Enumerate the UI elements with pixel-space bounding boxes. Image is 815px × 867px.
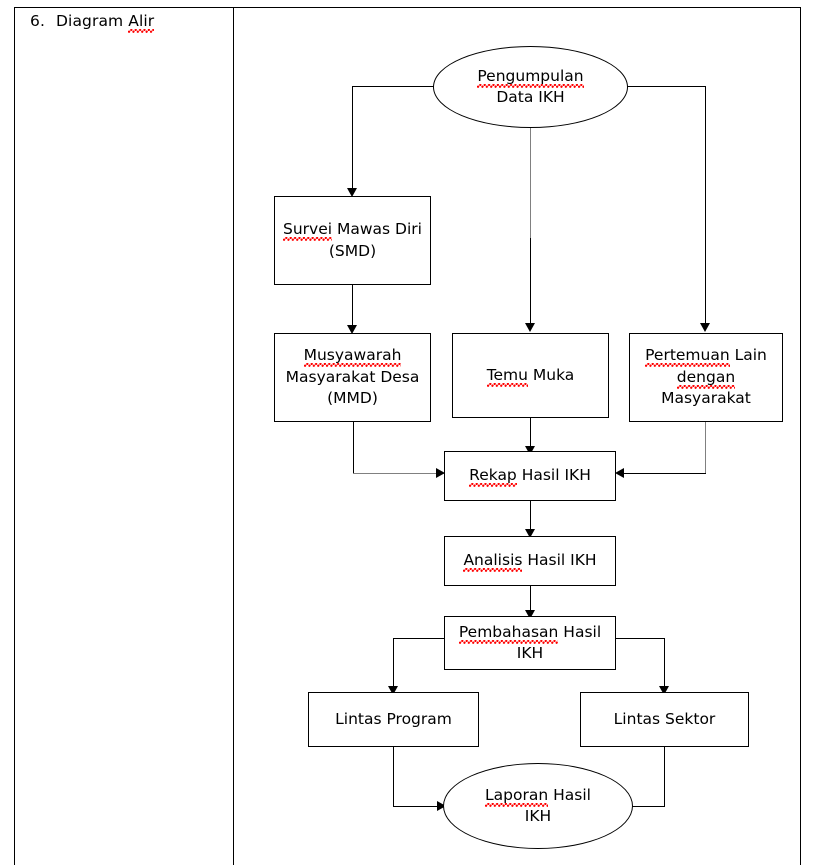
- node-rekap-rest: Hasil IKH: [516, 466, 591, 485]
- connector-lintasprogram-to-laporan-vertical: [393, 747, 394, 807]
- connector-pertemuan-to-rekap-vertical: [705, 422, 706, 474]
- node-rekap-misspelled-word: Rekap: [469, 466, 517, 485]
- node-pembahasan-misspelled-word: Pembahasan: [458, 622, 559, 641]
- connector-lintassektor-to-laporan-horizontal: [624, 806, 665, 807]
- connector-pengumpulan-to-pertemuan-horizontal: [625, 86, 706, 87]
- connector-pembahasan-to-lintasprogram-vertical: [393, 638, 394, 690]
- node-lintas-program[interactable]: Lintas Program: [308, 692, 479, 747]
- connector-pertemuan-to-rekap-horizontal: [624, 473, 706, 474]
- node-analisis-hasil-ikh[interactable]: Analisis Hasil IKH: [444, 536, 616, 586]
- arrowhead-temumuka-to-rekap: [525, 446, 535, 455]
- node-smd-line1-rest: Mawas Diri: [332, 220, 422, 239]
- arrowhead-pertemuan-to-rekap: [615, 468, 624, 478]
- node-pengumpulan-line2: Data IKH: [496, 88, 565, 106]
- section-title-misspelled-word: Alir: [128, 12, 155, 30]
- connector-pengumpulan-to-smd-vertical: [352, 86, 353, 190]
- node-analisis-rest: Hasil IKH: [522, 551, 597, 570]
- connector-pembahasan-to-lintassektor-horizontal: [614, 638, 665, 639]
- section-title-text: Diagram Alir: [56, 12, 155, 30]
- connector-pengumpulan-to-temumuka-upper: [530, 128, 531, 238]
- table-frame: [14, 7, 801, 865]
- arrowhead-mmd-to-rekap: [436, 468, 445, 478]
- node-pertemuan-lain-dengan-masyarakat[interactable]: Pertemuan Lain dengan Masyarakat: [629, 333, 783, 422]
- node-pertemuan-misspelled-word: Pertemuan: [645, 346, 730, 365]
- node-temumuka-rest: Muka: [527, 365, 575, 384]
- node-pengumpulan-data-ikh[interactable]: Pengumpulan Data IKH: [433, 46, 628, 128]
- node-laporan-line1-rest: Hasil: [548, 785, 591, 804]
- node-mmd-line2: Masyarakat Desa: [285, 367, 420, 386]
- arrowhead-pengumpulan-to-temumuka: [525, 323, 535, 332]
- node-laporan-misspelled-word: Laporan: [485, 785, 549, 804]
- connector-mmd-to-rekap-vertical: [353, 422, 354, 474]
- connector-rekap-to-analisis: [530, 501, 531, 535]
- node-rekap-hasil-ikh[interactable]: Rekap Hasil IKH: [444, 451, 616, 501]
- section-number: 6.: [30, 12, 45, 30]
- connector-pengumpulan-to-smd-horizontal: [352, 86, 438, 87]
- node-mmd-line1: Musyawarah: [303, 346, 402, 365]
- connector-temumuka-to-rekap: [530, 418, 531, 451]
- node-lintas-sektor-label: Lintas Sektor: [613, 709, 716, 728]
- section-heading: 6. Diagram Alir: [30, 12, 225, 30]
- arrowhead-pembahasan-to-lintasprogram: [388, 686, 398, 695]
- node-pembahasan-line1-rest: Hasil: [558, 622, 602, 641]
- node-pertemuan-line1-rest: Lain: [729, 346, 767, 365]
- node-laporan-hasil-ikh[interactable]: Laporan Hasil IKH: [443, 763, 633, 849]
- node-mmd-line3: (MMD): [327, 389, 378, 408]
- connector-pengumpulan-to-pertemuan-vertical: [705, 86, 706, 326]
- arrowhead-lintasprogram-to-laporan: [437, 801, 446, 811]
- arrowhead-analisis-to-pembahasan: [525, 610, 535, 619]
- node-laporan-line2: IKH: [524, 807, 552, 825]
- table-column-divider: [233, 7, 234, 865]
- arrowhead-pembahasan-to-lintassektor: [659, 686, 669, 695]
- node-pertemuan-line2: dengan: [676, 367, 736, 386]
- node-lintas-program-label: Lintas Program: [335, 709, 452, 728]
- node-pengumpulan-line1: Pengumpulan: [477, 66, 584, 85]
- connector-smd-to-mmd: [352, 285, 353, 328]
- node-temu-muka[interactable]: Temu Muka: [452, 333, 609, 418]
- node-smd-misspelled-word: Survei: [283, 220, 333, 239]
- node-pembahasan-hasil-ikh[interactable]: Pembahasan Hasil IKH: [444, 616, 616, 670]
- connector-pembahasan-to-lintasprogram-horizontal: [393, 638, 446, 639]
- arrowhead-pengumpulan-to-smd: [347, 188, 357, 197]
- node-musyawarah-masyarakat-desa[interactable]: Musyawarah Masyarakat Desa (MMD): [274, 333, 431, 422]
- connector-analisis-to-pembahasan: [530, 586, 531, 616]
- node-analisis-misspelled-word: Analisis: [463, 551, 523, 570]
- arrowhead-smd-to-mmd: [347, 325, 357, 334]
- node-temumuka-misspelled-word: Temu: [486, 365, 528, 384]
- connector-mmd-to-rekap-horizontal: [353, 473, 445, 474]
- connector-pengumpulan-to-temumuka-lower: [530, 238, 531, 326]
- node-smd-line2: (SMD): [328, 241, 377, 260]
- arrowhead-pengumpulan-to-pertemuan: [700, 323, 710, 332]
- connector-lintasprogram-to-laporan-horizontal: [393, 806, 445, 807]
- connector-pembahasan-to-lintassektor-vertical: [664, 638, 665, 690]
- connector-lintassektor-to-laporan-vertical: [664, 747, 665, 807]
- node-pertemuan-line3: Masyarakat: [661, 389, 751, 408]
- arrowhead-rekap-to-analisis: [525, 529, 535, 538]
- node-lintas-sektor[interactable]: Lintas Sektor: [580, 692, 749, 747]
- node-survei-mawas-diri[interactable]: Survei Mawas Diri (SMD): [274, 196, 431, 285]
- node-pembahasan-line2: IKH: [516, 644, 544, 662]
